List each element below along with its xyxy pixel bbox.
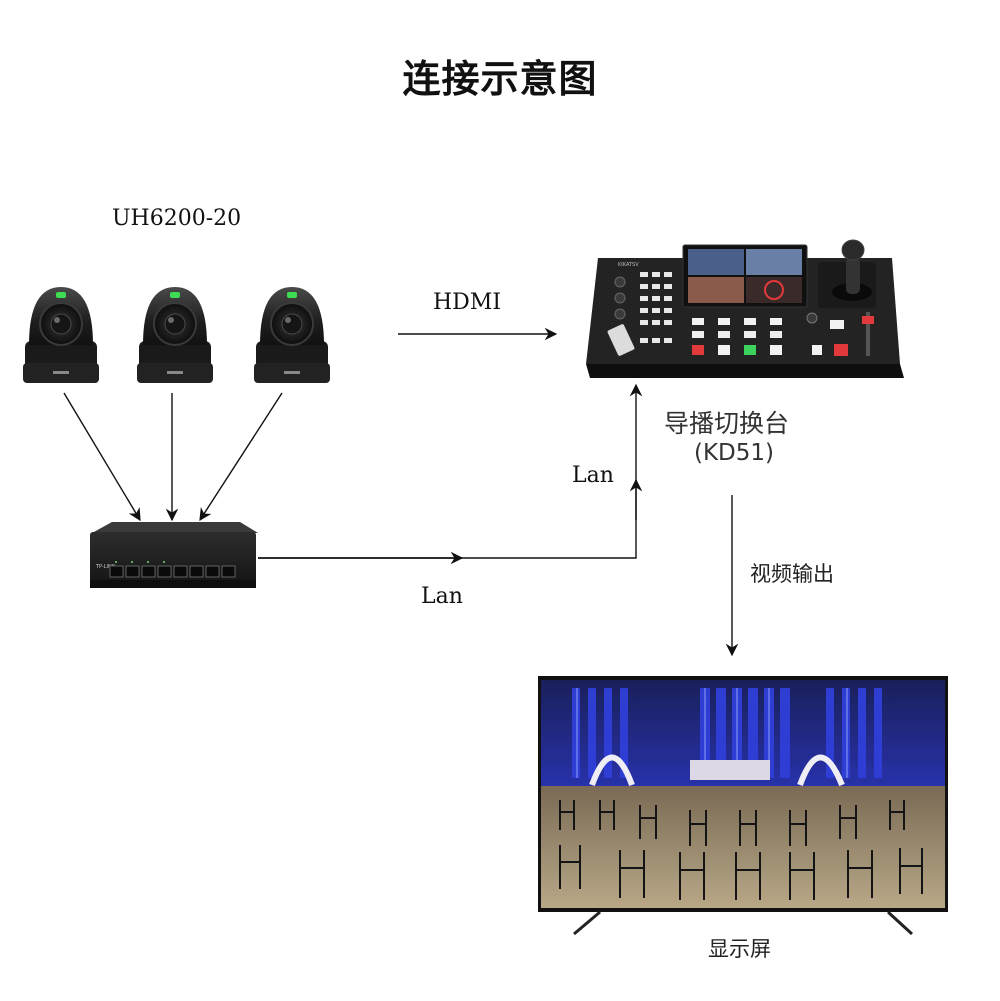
switch-brand-label: TP-LINK	[95, 564, 116, 570]
hdmi-connection-label: HDMI	[433, 290, 502, 315]
camera-model-label: UH6200-20	[112, 206, 242, 231]
network-switch: TP-LINK	[90, 522, 258, 588]
switcher-brand-label: KIKATSV	[618, 262, 639, 268]
video-output-label: 视频输出	[750, 562, 834, 586]
ptz-camera-2	[137, 287, 213, 383]
camera-indicator-icon	[287, 292, 297, 298]
display-label: 显示屏	[708, 937, 771, 961]
camera3-to-switch-arrow	[199, 392, 283, 522]
diagram-title: 连接示意图	[402, 57, 598, 101]
ptz-camera-1	[23, 287, 99, 383]
camera-indicator-icon	[56, 292, 66, 298]
switch-ports	[109, 565, 236, 578]
ptz-camera-3	[254, 287, 330, 383]
display-screen	[538, 676, 948, 936]
video-switcher: KIKATSV	[586, 239, 904, 378]
lan-uplink-label: Lan	[572, 463, 614, 488]
switcher-name-label: 导播切换台	[664, 409, 790, 438]
switcher-model-label: (KD51)	[694, 440, 775, 466]
lan-connection-label: Lan	[421, 584, 463, 609]
camera-indicator-icon	[170, 292, 180, 298]
camera1-to-switch-arrow	[63, 392, 141, 522]
joystick-icon	[818, 239, 876, 308]
program-bus-button	[692, 345, 704, 355]
preview-bus-button	[744, 345, 756, 355]
